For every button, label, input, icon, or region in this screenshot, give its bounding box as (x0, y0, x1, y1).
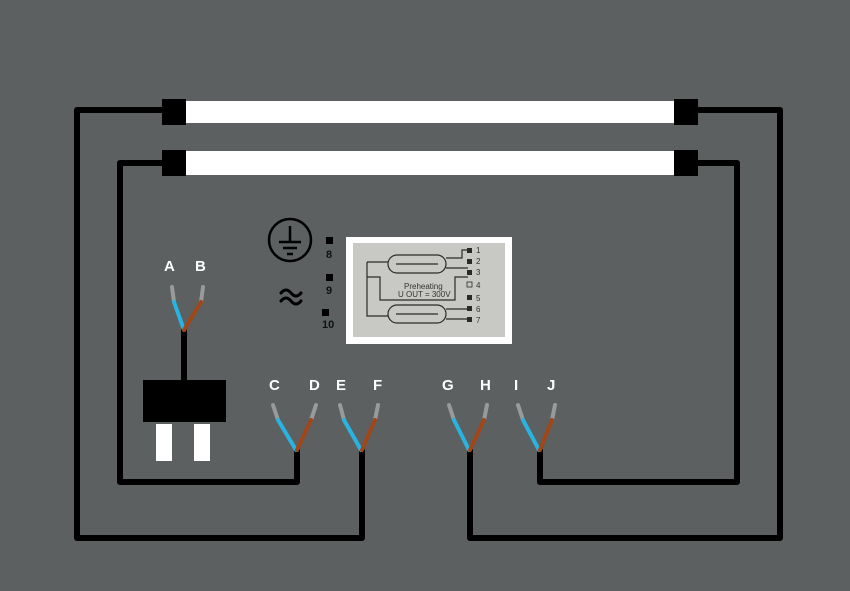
ballast-pin-5: 5 (476, 294, 481, 303)
wire-pair-gh (447, 403, 489, 452)
ballast-label: 1 2 3 4 5 6 7 Preheating U OUT = 300V (346, 237, 512, 344)
wire-bottom-right (537, 160, 740, 485)
label-a: A (164, 258, 175, 275)
wire-top-right (467, 107, 783, 541)
tube-bottom (162, 150, 698, 176)
ballast-pin-6: 6 (476, 305, 481, 314)
label-g: G (442, 377, 454, 394)
label-h: H (480, 377, 491, 394)
terminal-8-label: 8 (326, 249, 332, 261)
connecting-wires (74, 107, 783, 541)
wire-pair-cd (271, 403, 318, 452)
wire-pair-ef (338, 403, 380, 452)
ballast-pin-3: 3 (476, 268, 481, 277)
terminal-10-label: 10 (322, 319, 334, 331)
terminal-9-label: 9 (326, 285, 332, 297)
label-e: E (336, 377, 346, 394)
wire-bottom-left (117, 160, 300, 485)
ballast-pin-4: 4 (476, 281, 481, 290)
ballast-pin-2: 2 (476, 257, 481, 266)
label-j: J (547, 377, 555, 394)
label-f: F (373, 377, 382, 394)
ac-icon (279, 288, 303, 306)
terminal-9: 9 (326, 274, 333, 297)
tube-top (162, 99, 698, 125)
terminal-8: 8 (326, 237, 333, 261)
label-b: B (195, 258, 206, 275)
label-c: C (269, 377, 280, 394)
terminal-10: 10 (322, 309, 334, 331)
ballast-pin-7: 7 (476, 316, 481, 325)
ground-icon (267, 217, 313, 263)
wire-top-left (74, 107, 365, 541)
wire-pair-ab (170, 285, 205, 332)
ballast-title: Preheating (404, 282, 443, 291)
label-d: D (309, 377, 320, 394)
wire-pair-ij (516, 403, 557, 452)
label-i: I (514, 377, 518, 394)
ballast-rating: U OUT = 300V (398, 290, 451, 299)
ballast-pin-1: 1 (476, 246, 481, 255)
power-plug (143, 380, 226, 461)
